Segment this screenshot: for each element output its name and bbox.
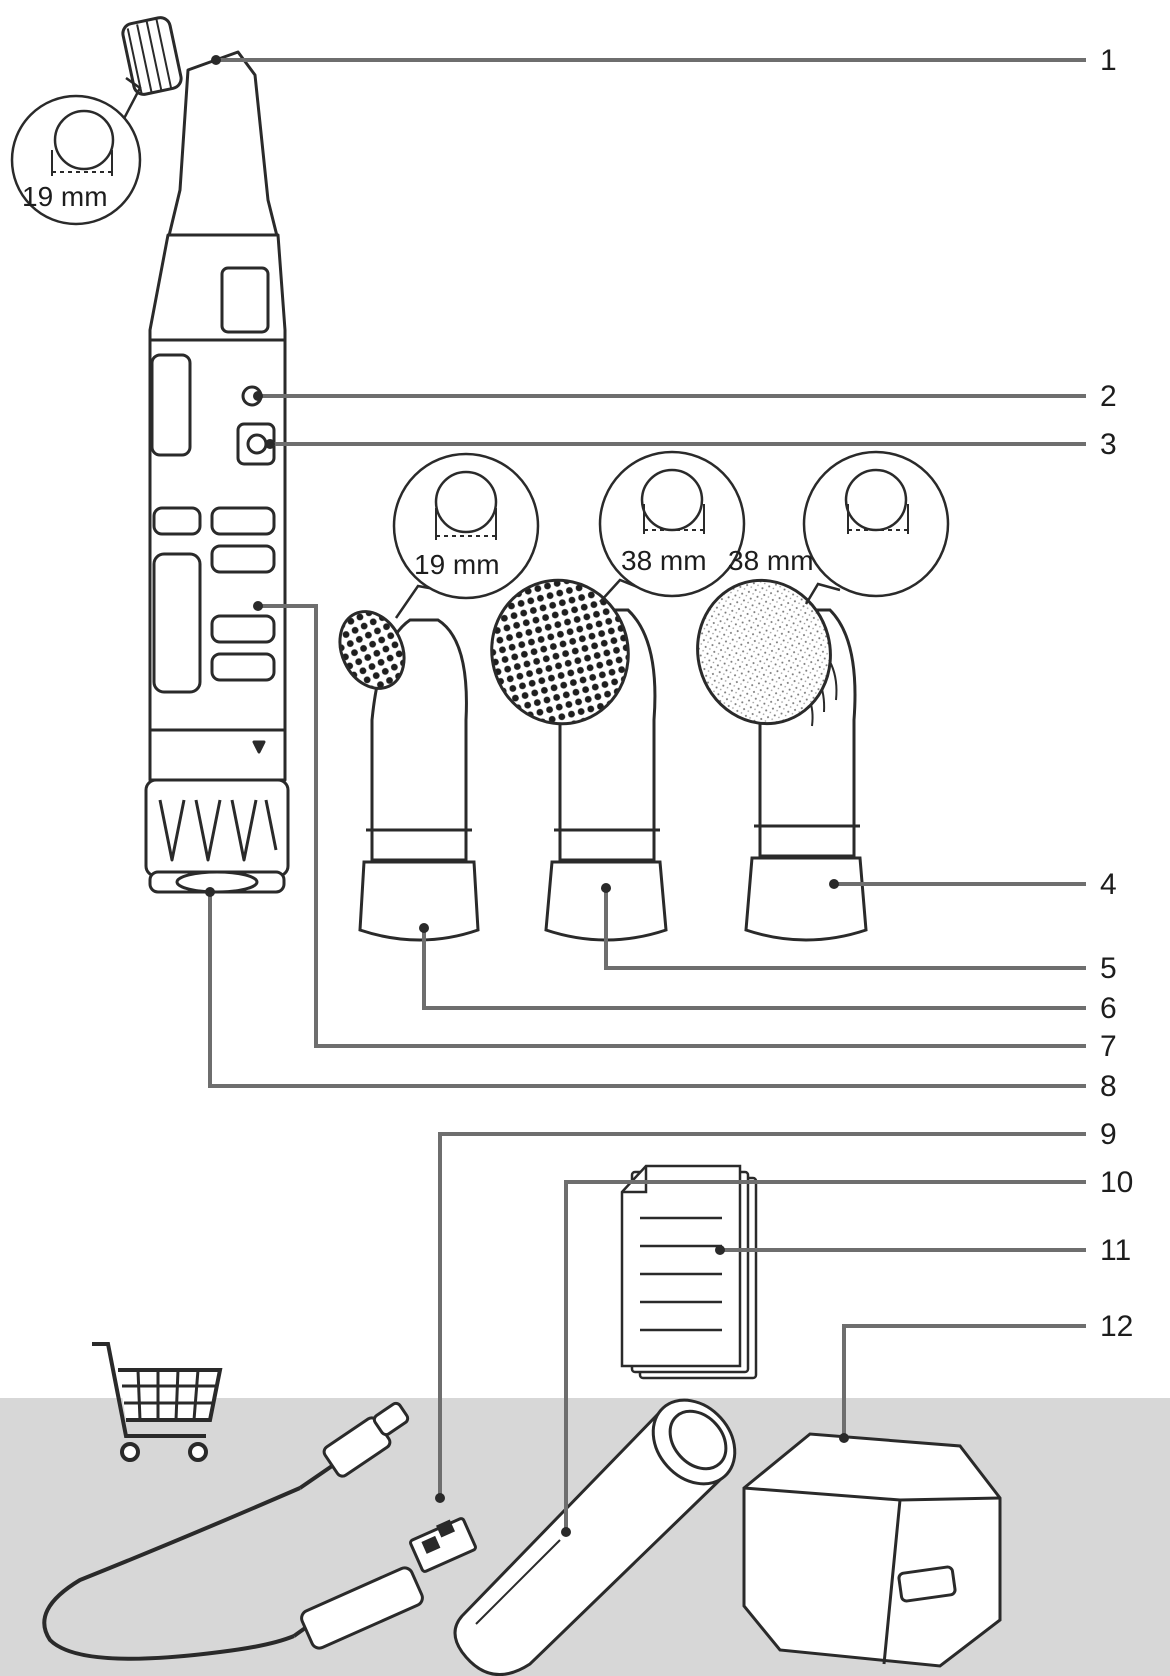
- callout-8: 8: [1100, 1070, 1117, 1103]
- callout-5: 5: [1100, 952, 1117, 985]
- dimension-main-head: 19 mm: [22, 181, 108, 212]
- small-brush-attachment: [338, 610, 480, 942]
- wall-charger: [742, 1432, 1002, 1668]
- callout-6: 6: [1100, 992, 1117, 1025]
- large-brush-zoom: [598, 450, 746, 603]
- small-brush-zoom: [392, 452, 540, 619]
- callout-3: 3: [1100, 428, 1117, 461]
- leader-lines: [208, 58, 1086, 1532]
- dimension-small-brush: 19 mm: [414, 549, 500, 580]
- callout-9: 9: [1100, 1118, 1117, 1151]
- callout-7: 7: [1100, 1030, 1117, 1063]
- shopping-cart-icon: [92, 1342, 223, 1462]
- callout-10: 10: [1100, 1166, 1133, 1199]
- sponge-zoom: [802, 450, 950, 605]
- callout-11: 11: [1100, 1234, 1131, 1267]
- callout-12: 12: [1100, 1310, 1133, 1343]
- dimension-sponge: 38 mm: [728, 545, 814, 576]
- battery-cylinder: [453, 1398, 737, 1676]
- main-tool: [121, 16, 290, 894]
- large-brush-attachment: [490, 578, 668, 942]
- sponge-attachment: [696, 578, 868, 942]
- main-head-zoom: [10, 76, 142, 226]
- usb-cable: [42, 1401, 477, 1661]
- dimension-large-brush: 38 mm: [621, 545, 707, 576]
- callout-4: 4: [1100, 868, 1117, 901]
- callout-2: 2: [1100, 380, 1117, 413]
- callout-1: 1: [1100, 44, 1117, 77]
- document-stack: [620, 1164, 758, 1380]
- leader-dots: [205, 55, 849, 1537]
